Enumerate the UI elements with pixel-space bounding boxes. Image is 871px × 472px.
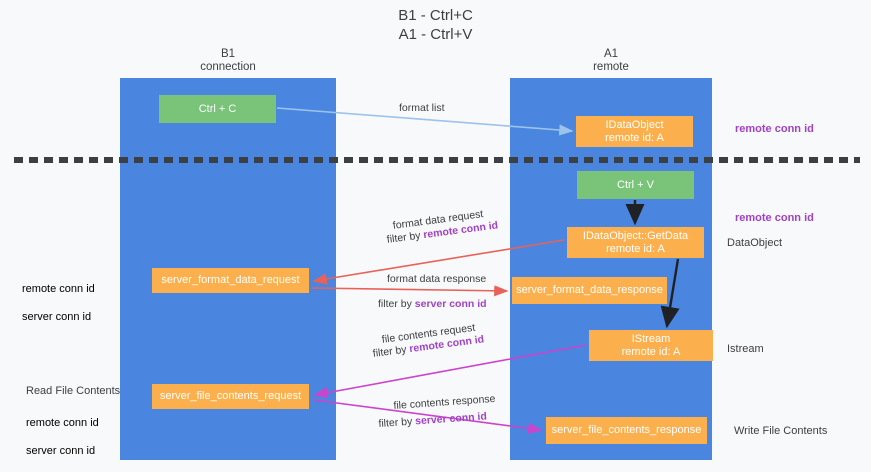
- annotation-write-file-contents: Write File Contents: [734, 425, 828, 437]
- edge-label-format-data-response: format data response: [387, 273, 487, 285]
- annotation-dataobject: DataObject: [727, 237, 783, 249]
- edge-label-format-data-response-filter: filter by server conn id: [378, 297, 487, 311]
- filter-prefix: filter by: [378, 298, 415, 310]
- column-header-b1: B1 connection: [200, 48, 256, 73]
- node-server-file-contents-request[interactable]: server_file_contents_request: [152, 384, 309, 409]
- annotation-remote-conn-id-top: remote conn id: [735, 123, 814, 135]
- filter-prefix: filter by: [378, 415, 416, 430]
- arrow-format-data-response: [311, 285, 509, 297]
- column-header-a1: A1 remote: [593, 48, 629, 73]
- annotation-remote-conn-id-mid: remote conn id: [735, 212, 814, 224]
- node-idataobject-getdata[interactable]: IDataObject::GetData remote id: A: [567, 227, 704, 258]
- filter-prefix: filter by: [386, 229, 425, 246]
- node-ctrl-c[interactable]: Ctrl + C: [159, 95, 276, 123]
- annotation-read-file-contents: Read File Contents: [26, 385, 121, 397]
- annotation-left-conn-ids: remote conn id server conn id: [22, 268, 95, 338]
- annotation-server-conn-id-left-2: server conn id: [26, 445, 96, 457]
- annotation-server-conn-id-left-1: server conn id: [22, 311, 92, 323]
- node-idataobject[interactable]: IDataObject remote id: A: [576, 116, 693, 147]
- phase-divider-dashed-line: [14, 157, 860, 163]
- node-ctrl-v[interactable]: Ctrl + V: [577, 171, 694, 199]
- filter-key-server-conn-id: server conn id: [414, 298, 487, 310]
- node-server-format-data-request[interactable]: server_format_data_request: [152, 268, 309, 293]
- filter-key-server-conn-id: server conn id: [414, 410, 488, 428]
- annotation-istream: Istream: [727, 343, 764, 355]
- node-server-format-data-response[interactable]: server_format_data_response: [512, 277, 667, 304]
- annotation-remote-conn-id-left-1: remote conn id: [22, 283, 95, 295]
- node-server-file-contents-response[interactable]: server_file_contents_response: [546, 417, 707, 444]
- annotation-remote-conn-id-left-2: remote conn id: [26, 417, 99, 429]
- annotation-left-conn-ids-2: remote conn id server conn id: [26, 402, 99, 472]
- edge-label-format-list: format list: [399, 102, 445, 114]
- filter-prefix: filter by: [372, 343, 411, 360]
- node-istream[interactable]: IStream remote id: A: [589, 330, 713, 361]
- page-title: B1 - Ctrl+C A1 - Ctrl+V: [398, 7, 473, 43]
